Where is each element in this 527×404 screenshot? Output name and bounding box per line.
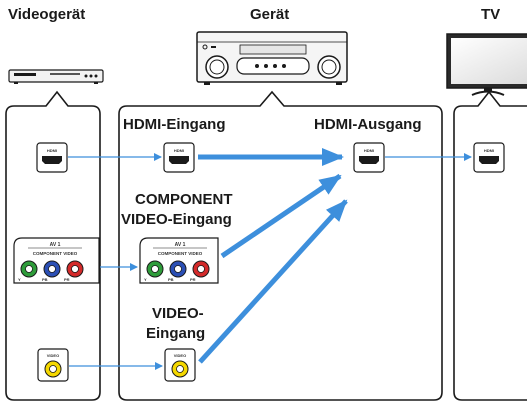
header-receiver: Gerät [250, 6, 289, 23]
receiver-pb-label: PB [168, 277, 174, 282]
label-video-in-1: VIDEO- [152, 305, 204, 322]
header-source-device: Videogerät [8, 6, 85, 23]
source-hdmi-label: HDMI [47, 148, 57, 153]
receiver-video-label: VIDEO [174, 353, 186, 358]
label-hdmi-out: HDMI-Ausgang [314, 116, 422, 133]
source-component-jack-group: AV 1 COMPONENT VIDEO Y PB PR [13, 237, 100, 284]
receiver-hdmi-out-jack: HDMI [353, 142, 385, 173]
receiver-av1-label: AV 1 [175, 242, 186, 248]
tv-panel [453, 90, 527, 401]
receiver-pr-label: PR [190, 277, 196, 282]
receiver-hdmi-out-label: HDMI [364, 148, 374, 153]
label-hdmi-in: HDMI-Eingang [123, 116, 226, 133]
tv-hdmi-label: HDMI [484, 148, 494, 153]
source-component-video-label: COMPONENT VIDEO [33, 251, 78, 256]
source-y-label: Y [18, 277, 21, 282]
source-hdmi-jack: HDMI [36, 142, 68, 173]
label-component-in-1: COMPONENT [135, 191, 233, 208]
source-pb-label: PB [42, 277, 48, 282]
source-pr-label: PR [64, 277, 70, 282]
receiver-component-jack-group: AV 1 COMPONENT VIDEO Y PB PR [139, 237, 219, 284]
tv-hdmi-jack: HDMI [473, 142, 505, 173]
source-video-jack: VIDEO [37, 348, 69, 382]
label-video-in-2: Eingang [146, 325, 205, 342]
label-component-in-2: VIDEO-Eingang [121, 211, 232, 228]
receiver-hdmi-in-label: HDMI [174, 148, 184, 153]
component-signal-arrow [220, 173, 342, 259]
source-av1-label: AV 1 [50, 242, 61, 248]
receiver-y-label: Y [144, 277, 147, 282]
receiver-video-jack: VIDEO [164, 348, 196, 382]
television-icon [446, 33, 527, 96]
receiver-component-video-label: COMPONENT VIDEO [158, 251, 203, 256]
av-receiver-icon [196, 31, 348, 85]
header-tv: TV [481, 6, 500, 23]
video-signal-arrow [198, 199, 348, 364]
video-player-icon [8, 69, 104, 84]
source-video-label: VIDEO [47, 353, 59, 358]
receiver-hdmi-in-jack: HDMI [163, 142, 195, 173]
